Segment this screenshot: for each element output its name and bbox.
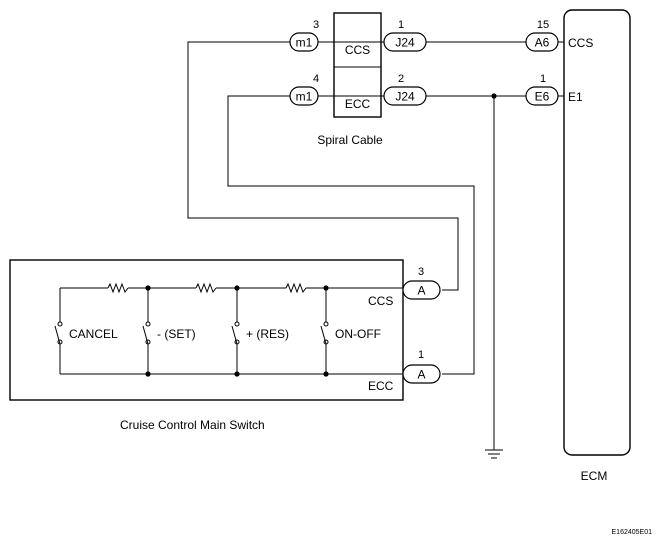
wire-spiral-ecc-to-switch bbox=[227, 95, 475, 375]
connector-j24-ecc bbox=[383, 86, 427, 106]
resistor-2-icon bbox=[195, 282, 217, 294]
connector-a6 bbox=[525, 32, 559, 52]
switch-terminal-ecc: ECC bbox=[368, 379, 394, 393]
switch-label-on-off: ON-OFF bbox=[335, 327, 381, 341]
connector-a-ccs bbox=[402, 280, 441, 300]
pin-a-3: 3 bbox=[418, 266, 424, 278]
ecm-label: ECM bbox=[581, 469, 608, 483]
connector-a-ecc-label: A bbox=[417, 368, 425, 382]
switch-cancel-icon bbox=[54, 288, 63, 374]
ground-icon bbox=[485, 449, 503, 459]
connector-a-ccs-label: A bbox=[417, 284, 425, 298]
resistor-1-icon bbox=[107, 282, 129, 294]
figure-code: E162405E01 bbox=[612, 529, 653, 536]
connector-j24-ccs bbox=[383, 32, 427, 52]
pin-ecm-15: 15 bbox=[537, 19, 549, 31]
ecm-terminal-ccs: CCS bbox=[568, 36, 593, 50]
resistor-3-icon bbox=[285, 282, 307, 294]
ecm-box bbox=[563, 9, 631, 456]
switch-label-cancel: CANCEL bbox=[69, 327, 118, 341]
connector-j24-ccs-label: J24 bbox=[395, 36, 415, 50]
switch-res-icon bbox=[231, 288, 240, 374]
switch-terminal-ccs: CCS bbox=[368, 294, 393, 308]
connector-j24-ecc-label: J24 bbox=[395, 90, 415, 104]
spiral-ecc-label: ECC bbox=[345, 97, 371, 111]
main-switch-box bbox=[9, 259, 404, 401]
spiral-ccs-label: CCS bbox=[345, 43, 370, 57]
top-rail bbox=[60, 282, 403, 294]
wire-spiral-ccs-to-switch bbox=[187, 41, 459, 291]
ground-junction-dot bbox=[491, 93, 497, 99]
pin-ecm-1: 1 bbox=[540, 73, 546, 85]
switch-label-res: + (RES) bbox=[246, 327, 289, 341]
spiral-cable-box bbox=[333, 12, 382, 118]
switch-on-off-icon bbox=[320, 288, 329, 374]
ecm-terminal-e1: E1 bbox=[568, 90, 583, 104]
spiral-cable-label: Spiral Cable bbox=[317, 133, 383, 147]
pin-m1-4: 4 bbox=[313, 73, 319, 85]
main-switch: A 3 A 1 CCS ECC bbox=[9, 259, 441, 432]
pin-j24-2: 2 bbox=[398, 73, 404, 85]
ecm: A6 E6 15 1 CCS E1 ECM bbox=[525, 9, 631, 483]
connector-e6 bbox=[525, 86, 559, 106]
pin-j24-1: 1 bbox=[398, 19, 404, 31]
pin-m1-3: 3 bbox=[313, 19, 319, 31]
wires bbox=[187, 41, 526, 450]
connector-m1-ecc-label: m1 bbox=[296, 90, 313, 104]
connector-e6-label: E6 bbox=[535, 90, 550, 104]
connector-m1-ecc bbox=[289, 86, 319, 106]
spiral-cable: CCS ECC m1 m1 J24 J24 3 4 1 2 Spiral Cab… bbox=[289, 12, 427, 147]
connector-a6-label: A6 bbox=[535, 36, 550, 50]
switch-label-set: - (SET) bbox=[157, 327, 196, 341]
connector-m1-ccs-label: m1 bbox=[296, 36, 313, 50]
connector-m1-ccs bbox=[289, 32, 319, 52]
main-switch-label: Cruise Control Main Switch bbox=[120, 418, 265, 432]
switch-set-icon bbox=[142, 288, 151, 374]
pin-a-1: 1 bbox=[418, 349, 424, 361]
